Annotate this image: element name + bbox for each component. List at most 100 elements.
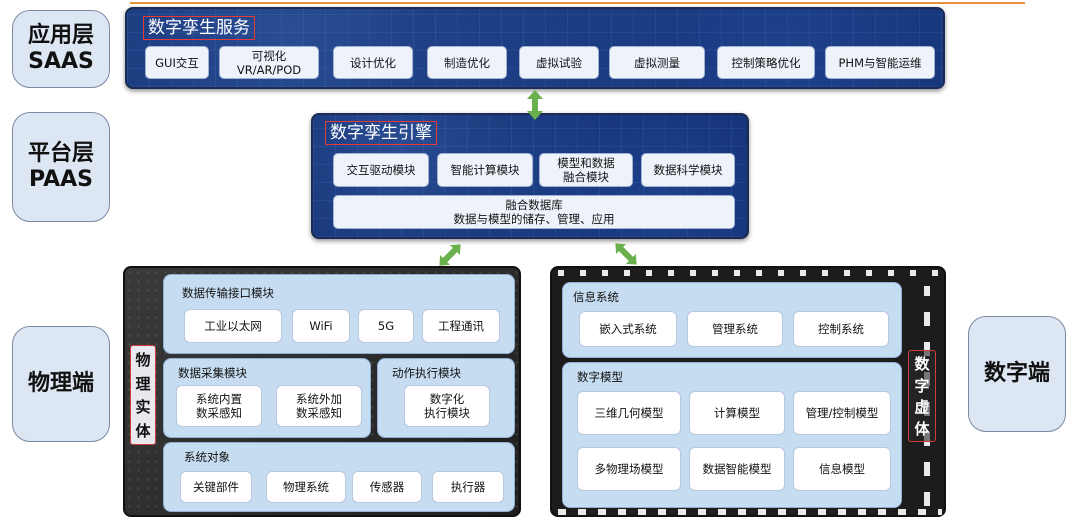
transfer-item-eng-comm: 工程通讯 (422, 309, 500, 343)
arrow-saas-paas (527, 90, 543, 120)
information-system-module: 信息系统 嵌入式系统 管理系统 控制系统 (562, 282, 902, 358)
info-item-embedded: 嵌入式系统 (579, 311, 677, 347)
data-collection-title: 数据采集模块 (178, 366, 247, 380)
fusion-database: 融合数据库 数据与模型的储存、管理、应用 (333, 195, 735, 229)
digital-badge-char-2: 字 (914, 376, 930, 395)
layer-label-saas-line2: SAAS (28, 49, 94, 74)
physical-badge-char-3: 实 (135, 398, 151, 417)
digital-badge-char-4: 体 (914, 419, 930, 438)
model-item-computing-text: 计算模型 (714, 406, 760, 420)
top-accent-line (130, 2, 1025, 4)
physical-entity-box: 数据传输接口模块 工业以太网 WiFi 5G 工程通讯 数据采集模块 系统内置 … (123, 266, 521, 517)
service-chip-design-opt-text: 设计优化 (350, 55, 396, 70)
engine-module-computing-text: 智能计算模块 (450, 163, 520, 177)
transfer-item-5g: 5G (358, 309, 414, 343)
object-item-physical-system: 物理系统 (266, 471, 346, 503)
transfer-item-eng-comm-text: 工程通讯 (438, 319, 484, 333)
model-item-information: 信息模型 (793, 447, 891, 491)
transfer-item-wifi-text: WiFi (309, 319, 333, 333)
info-item-control-text: 控制系统 (818, 322, 864, 336)
object-item-actuator-text: 执行器 (450, 480, 486, 494)
digital-badge-char-1: 数 (914, 355, 930, 374)
data-collection-module: 数据采集模块 系统内置 数采感知 系统外加 数采感知 (163, 358, 371, 438)
engine-module-interaction-text: 交互驱动模块 (346, 163, 416, 177)
layer-label-digital-text: 数字端 (983, 361, 1050, 386)
service-chip-gui: GUI交互 (145, 46, 209, 79)
service-chip-control-strategy: 控制策略优化 (717, 46, 815, 79)
top-stripe-pattern (558, 270, 942, 276)
action-item-digital-exec-line1: 数字化 (429, 392, 465, 406)
engine-module-data-science-text: 数据科学模块 (653, 163, 723, 177)
service-chip-virtual-test: 虚拟试验 (519, 46, 599, 79)
transfer-item-wifi: WiFi (292, 309, 350, 343)
object-item-physical-system-text: 物理系统 (283, 480, 329, 494)
service-chip-virtual-measure-text: 虚拟测量 (634, 55, 680, 70)
action-execution-module: 动作执行模块 数字化 执行模块 (377, 358, 515, 438)
physical-badge-char-1: 物 (135, 351, 151, 370)
physical-badge-char-2: 理 (135, 374, 151, 393)
service-chip-virtual-measure: 虚拟测量 (609, 46, 705, 79)
model-item-3d-geometry-text: 三维几何模型 (594, 406, 664, 420)
action-item-digital-exec: 数字化 执行模块 (404, 385, 490, 427)
model-item-mgmt-control: 管理/控制模型 (793, 391, 891, 435)
layer-label-paas-line1: 平台层 (27, 141, 94, 166)
collect-item-external: 系统外加 数采感知 (276, 385, 362, 427)
service-panel-title: 数字孪生服务 (143, 16, 255, 40)
model-item-mgmt-control-text: 管理/控制模型 (805, 406, 879, 420)
engine-module-interaction: 交互驱动模块 (333, 153, 429, 187)
service-chip-gui-text: GUI交互 (155, 55, 199, 70)
model-item-multiphysics: 多物理场模型 (577, 447, 681, 491)
collect-item-builtin: 系统内置 数采感知 (176, 385, 262, 427)
object-item-key-parts-text: 关键部件 (193, 480, 239, 494)
physical-badge-char-4: 体 (135, 421, 151, 440)
engine-module-fusion: 模型和数据 融合模块 (539, 153, 633, 187)
fusion-database-line2: 数据与模型的储存、管理、应用 (453, 212, 615, 226)
system-objects-title: 系统对象 (184, 450, 230, 464)
digital-model-title: 数字模型 (577, 370, 623, 384)
transfer-item-ethernet: 工业以太网 (184, 309, 282, 343)
service-chip-control-strategy-text: 控制策略优化 (731, 55, 801, 70)
object-item-key-parts: 关键部件 (180, 471, 252, 503)
information-system-title: 信息系统 (573, 290, 619, 304)
info-item-management-text: 管理系统 (712, 322, 758, 336)
service-chip-virtual-test-text: 虚拟试验 (536, 55, 582, 70)
service-chip-visualization-line2: VR/AR/POD (236, 62, 302, 77)
engine-module-computing: 智能计算模块 (437, 153, 533, 187)
object-item-sensor: 传感器 (352, 471, 422, 503)
digital-twin-engine-panel: 数字孪生引擎 交互驱动模块 智能计算模块 模型和数据 融合模块 数据科学模块 融… (311, 113, 749, 239)
layer-label-saas-line1: 应用层 (27, 23, 94, 48)
engine-module-fusion-line2: 融合模块 (563, 170, 609, 184)
digital-twin-service-panel: 数字孪生服务 GUI交互 可视化 VR/AR/POD 设计优化 制造优化 虚拟试… (125, 7, 945, 89)
transfer-item-ethernet-text: 工业以太网 (204, 319, 262, 333)
digital-virtual-box: 信息系统 嵌入式系统 管理系统 控制系统 数字模型 三维几何模型 计算模型 管理… (550, 266, 946, 517)
engine-module-data-science: 数据科学模块 (641, 153, 735, 187)
bottom-stripe-pattern (558, 509, 942, 515)
service-chip-visualization-line1: 可视化 (251, 48, 287, 63)
action-execution-title: 动作执行模块 (392, 366, 461, 380)
collect-item-external-line1: 系统外加 (296, 392, 342, 406)
layer-label-paas-line2: PAAS (28, 167, 93, 192)
model-item-information-text: 信息模型 (819, 462, 865, 476)
object-item-sensor-text: 传感器 (369, 480, 405, 494)
info-item-control: 控制系统 (793, 311, 889, 347)
arrow-engine-digital (615, 243, 637, 265)
layer-label-digital: 数字端 (968, 316, 1066, 432)
model-item-computing: 计算模型 (689, 391, 785, 435)
layer-label-saas: 应用层 SAAS (12, 10, 110, 88)
object-item-actuator: 执行器 (432, 471, 504, 503)
service-chip-phm-text: PHM与智能运维 (838, 55, 922, 70)
physical-entity-badge: 物 理 实 体 (130, 345, 156, 445)
arrow-engine-physical (439, 244, 461, 266)
digital-badge-char-3: 虚 (914, 398, 930, 417)
model-item-multiphysics-text: 多物理场模型 (594, 462, 664, 476)
info-item-embedded-text: 嵌入式系统 (599, 322, 657, 336)
engine-panel-title: 数字孪生引擎 (325, 121, 437, 145)
fusion-database-line1: 融合数据库 (505, 198, 563, 212)
digital-model-module: 数字模型 三维几何模型 计算模型 管理/控制模型 多物理场模型 数据智能模型 信… (562, 362, 902, 508)
service-chip-manufacturing-opt: 制造优化 (427, 46, 507, 79)
layer-label-physical: 物理端 (12, 326, 110, 442)
layer-label-paas: 平台层 PAAS (12, 112, 110, 222)
action-item-digital-exec-line2: 执行模块 (424, 406, 470, 420)
info-item-management: 管理系统 (687, 311, 783, 347)
